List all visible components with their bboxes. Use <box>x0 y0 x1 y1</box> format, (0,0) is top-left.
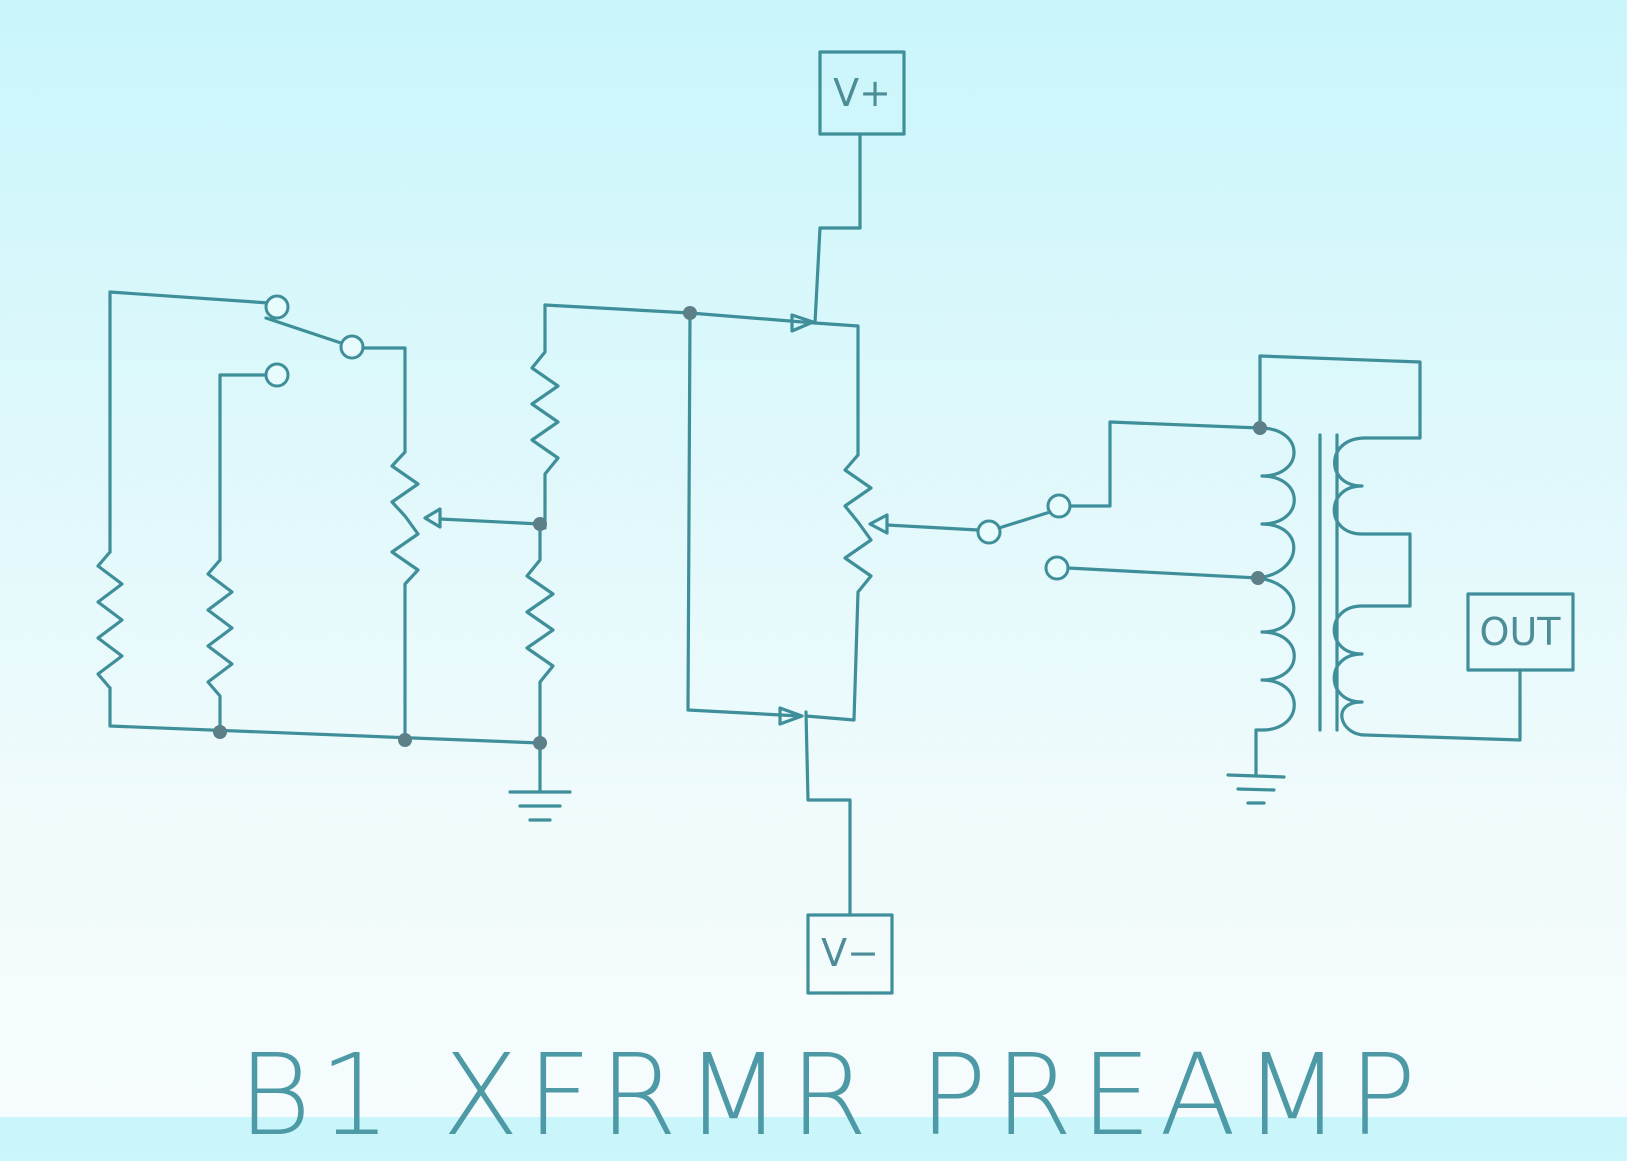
junction-dot <box>1253 421 1267 435</box>
junction-dot <box>533 517 547 531</box>
transformer-core <box>1318 433 1339 732</box>
junction-dot <box>213 725 227 739</box>
switch-blade <box>264 316 343 345</box>
wire-switch-upper-to-tap <box>1068 420 1262 508</box>
out-label: OUT <box>1480 610 1562 654</box>
v-plus-box <box>818 50 906 136</box>
output-transformer <box>976 354 1522 805</box>
ground-left <box>508 743 572 822</box>
wire-emitter-right <box>813 321 860 457</box>
lower-transistor-arrow <box>778 706 804 726</box>
junctions <box>213 306 1267 750</box>
switch-contact-upper <box>264 294 290 320</box>
resistor-r4 <box>525 526 555 762</box>
out-switch-contact-lower <box>1044 555 1070 581</box>
v-minus-label: V− <box>821 931 879 975</box>
resistor-r1 <box>96 550 124 690</box>
upper-transistor-arrow <box>790 313 815 333</box>
wire-left-rail <box>686 311 802 718</box>
input-network <box>96 290 542 745</box>
junction-dot <box>1251 571 1265 585</box>
junction-dot <box>533 736 547 750</box>
upper-transistor <box>813 133 862 325</box>
resistor-r3 <box>530 303 560 530</box>
secondary-winding <box>1332 436 1522 742</box>
wire-wiper-to-divider <box>438 517 542 526</box>
wire-left-bottom <box>108 686 542 745</box>
wire-to-upper-transistor <box>688 311 817 325</box>
junction-dot <box>683 306 697 320</box>
out-switch-common <box>976 519 1002 545</box>
out-switch-blade <box>997 510 1052 530</box>
out-box <box>1466 592 1575 672</box>
switch-contact-lower <box>264 362 290 388</box>
wire-divider-top <box>543 303 692 315</box>
junction-dot <box>398 733 412 747</box>
output-stage <box>686 133 980 917</box>
v-minus-box <box>806 913 894 995</box>
lower-transistor <box>804 710 852 917</box>
wire-wiper2-to-switch <box>885 523 980 532</box>
ground-right <box>1226 768 1286 805</box>
pot-wiper-arrow <box>423 507 442 529</box>
wire-switch-to-pot <box>361 346 407 454</box>
diagram-title: B1 XFRMR PREAMP <box>238 1031 1425 1161</box>
switch-common <box>339 334 365 360</box>
resistor-r2 <box>206 558 234 734</box>
wire-switch-lower-to-tap <box>1066 566 1260 580</box>
wire-left-second <box>218 373 271 562</box>
potentiometer-p2 <box>804 453 873 722</box>
potentiometer-p1 <box>390 450 420 742</box>
out-switch-contact-upper <box>1046 493 1072 519</box>
wire-left-top <box>108 290 271 554</box>
circuit-schematic: V+ V− OUT <box>96 50 1575 995</box>
pot2-wiper-arrow <box>868 513 889 535</box>
output-terminal: OUT <box>1466 592 1575 672</box>
supply-negative-terminal: V− <box>806 913 894 995</box>
wire-top-loop <box>1258 354 1422 440</box>
v-plus-label: V+ <box>833 71 891 115</box>
supply-positive-terminal: V+ <box>818 50 906 136</box>
bias-divider <box>508 303 692 822</box>
primary-winding <box>1254 426 1296 772</box>
